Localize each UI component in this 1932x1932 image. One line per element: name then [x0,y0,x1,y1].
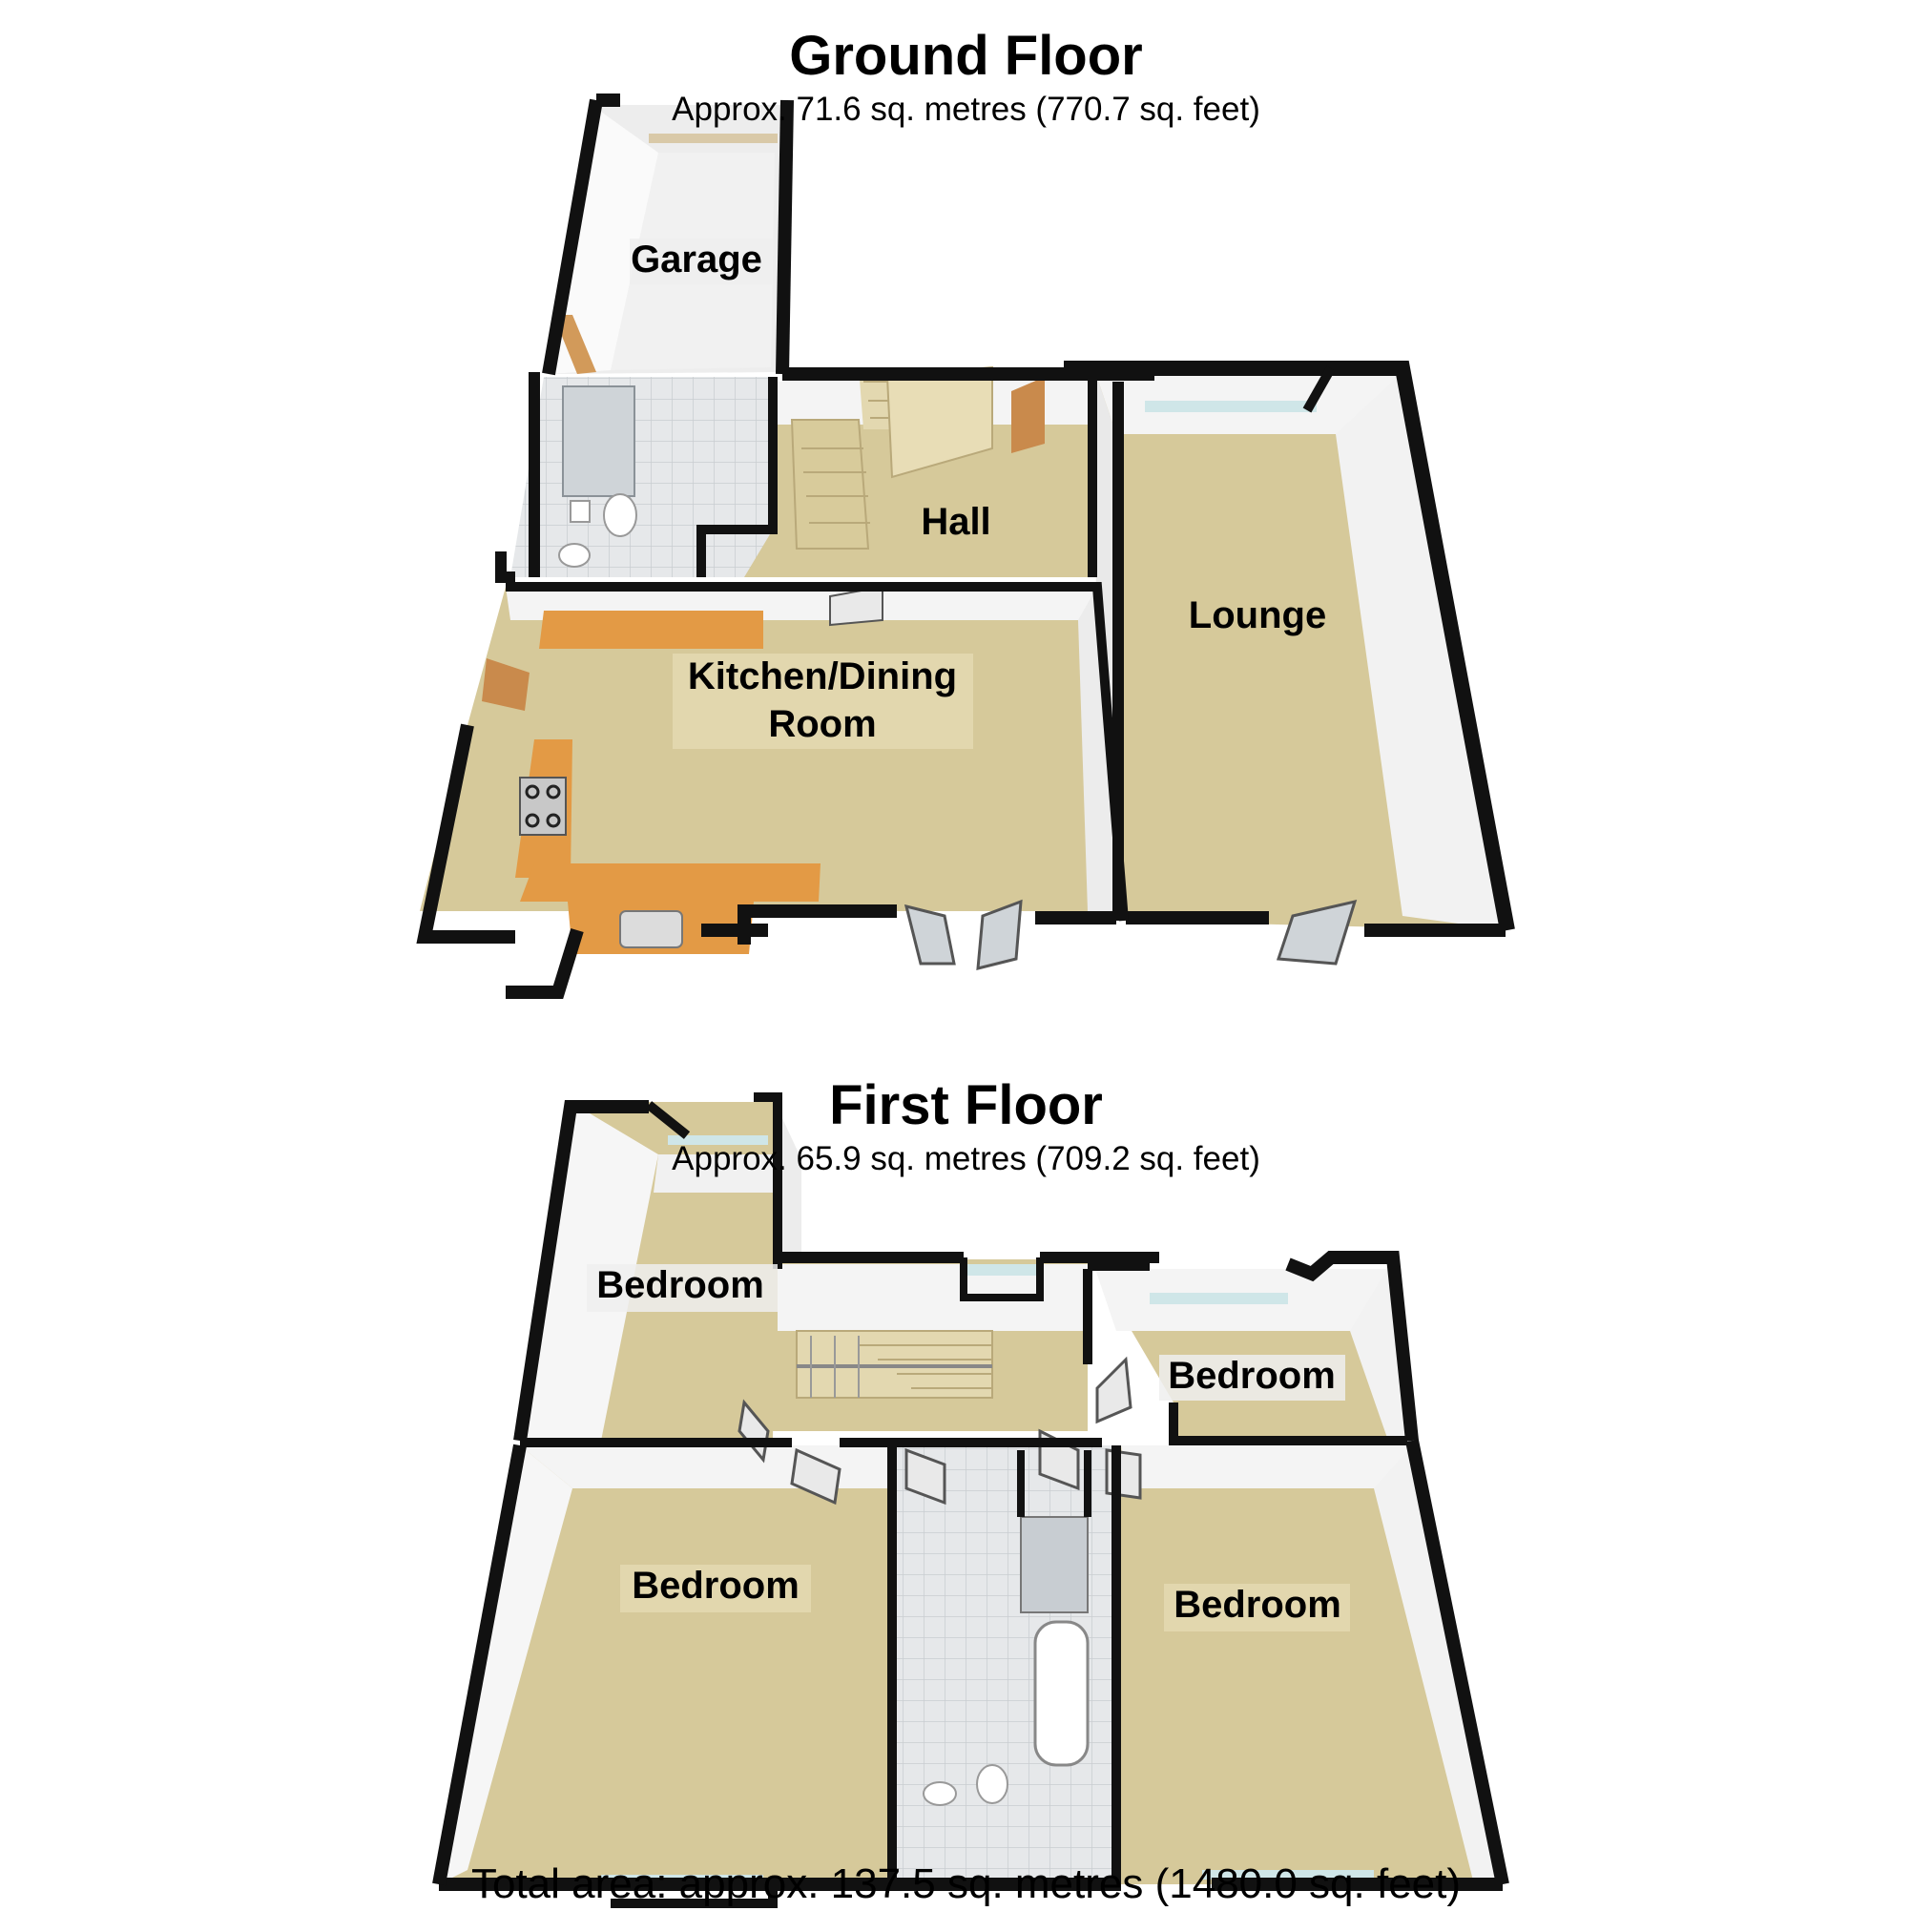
landing-staircase-icon [796,1330,993,1399]
ground-floor-area: Approx. 71.6 sq. metres (770.7 sq. feet) [672,91,1260,128]
label-bedroom-top-left: Bedroom [596,1264,764,1306]
sink-icon [619,910,683,948]
lounge-door-icon [1276,899,1358,966]
label-kitchen-dining-line1: Kitchen/Dining [688,655,957,697]
toilet-icon [976,1764,1008,1804]
first-floor-doors [737,1356,1142,1506]
patio-door-right-icon [976,899,1023,970]
bedroom-bottom-left-room [439,1445,892,1884]
garage-room [542,93,794,376]
staircase-icon [790,365,993,550]
first-floor-area: Approx. 65.9 sq. metres (709.2 sq. feet) [672,1140,1260,1177]
shower-cubicle-icon [1020,1516,1089,1613]
first-floor-walls [432,1092,1509,1908]
bedroom-top-right-room [1095,1259,1412,1441]
landing-window-icon [964,1264,1040,1276]
label-bedroom-bottom-right: Bedroom [1174,1584,1341,1626]
hall-room [744,365,1092,577]
landing-room [754,1259,1088,1431]
bedroom-bottom-right-room [1121,1445,1503,1884]
kitchen-side-door-icon [482,658,530,711]
bedroom-top-right-window-icon [1150,1293,1288,1304]
label-kitchen-dining-line2: Room [768,703,876,745]
first-floor-title: First Floor [829,1074,1103,1136]
bathroom-room [892,1445,1111,1884]
hob-icon [519,777,567,836]
basin-icon [558,543,591,568]
patio-door-left-icon [904,904,956,966]
room-labels: Garage Hall Lounge Kitchen/Dining Room B… [587,239,1350,1631]
label-lounge: Lounge [1189,594,1326,636]
toilet-icon [603,493,637,537]
label-bedroom-top-right: Bedroom [1168,1355,1336,1397]
front-door-icon [1011,377,1045,453]
shower-room [510,377,773,577]
basin-icon [923,1781,957,1806]
bath-icon [1033,1620,1090,1767]
shower-enclosure-icon [562,385,635,497]
label-hall: Hall [921,501,990,543]
garage-side-door-icon [553,315,596,374]
label-bedroom-bottom-left: Bedroom [632,1565,800,1607]
label-garage: Garage [631,239,762,280]
ground-floor-walls [416,361,1515,999]
bedroom-top-left-window-icon [668,1135,768,1145]
lounge-window-icon [1145,401,1317,412]
ground-floor-title: Ground Floor [789,25,1143,87]
garage-door-icon [649,134,778,143]
first-floor-plan [432,1092,1509,1908]
lounge-room [1095,372,1507,966]
total-area-caption: Total area: approx. 137.5 sq. metres (14… [470,1860,1462,1907]
